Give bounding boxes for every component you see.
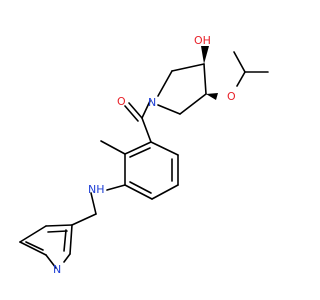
bond-p4-p3 [45, 224, 73, 227]
bond-p2-n [63, 253, 71, 263]
ether-oxygen-label: O [227, 90, 236, 103]
bond-p6-p5 [19, 241, 47, 256]
bond-n1-carbonyl [141, 100, 151, 119]
bond-c4-c5 [179, 93, 207, 115]
bond-ch2-pyridine [71, 213, 97, 226]
inner-double-p4-p3 [47, 230, 68, 233]
inner-double-p6-p5 [25, 241, 44, 251]
isopropoxy-group [233, 51, 269, 87]
bond-c5-n1 [157, 104, 181, 115]
bond-o-ch [236, 71, 246, 87]
amine-nh-label: NH [88, 183, 105, 196]
bond-carbonyl-aryl [141, 117, 152, 143]
carbonyl-oxygen-label: O [117, 95, 126, 108]
methyl-bond [100, 140, 126, 155]
bond-n1-c2 [157, 70, 173, 97]
bond-aryl-nh [106, 184, 126, 191]
aminomethyl-linker [71, 184, 126, 226]
bond-p5-p4 [19, 225, 47, 243]
pyrrolidine-ring [157, 63, 207, 115]
molecule-structure: OH O O N NH N [19, 34, 269, 276]
ring-nitrogen-label: N [148, 96, 156, 109]
bond-b4-b5 [151, 184, 179, 200]
bond-ch-me1 [233, 51, 246, 73]
inner-double-p3-p2 [63, 229, 67, 252]
pyridine-ring [19, 224, 73, 269]
carbonyl-double-bond-a [128, 102, 143, 119]
pyridine-nitrogen-label: N [53, 263, 61, 276]
inner-double-b1-b2 [129, 147, 151, 158]
bond-c3-c4 [203, 63, 207, 95]
bond-n-p6 [45, 254, 57, 269]
carbonyl-double-bond-b [124, 105, 139, 122]
molecule-canvas: OH O O N NH N [19, 34, 269, 276]
bond-nh-ch2 [90, 192, 97, 215]
benzene-ring [124, 141, 179, 200]
bond-c2-c3 [171, 63, 205, 72]
bond-b6-b1 [150, 141, 179, 156]
bond-b3-b4 [124, 184, 153, 200]
hydroxyl-label: OH [194, 34, 211, 47]
bond-b1-b2 [124, 141, 152, 155]
atom-labels: OH O O N NH N [53, 34, 236, 276]
wedge-bond-hydroxyl [201, 46, 209, 64]
wedge-bond-isopropoxy [206, 93, 218, 100]
amide-group [124, 100, 152, 143]
bond-p3-p2 [69, 224, 73, 255]
inner-double-b3-b4 [129, 181, 152, 194]
